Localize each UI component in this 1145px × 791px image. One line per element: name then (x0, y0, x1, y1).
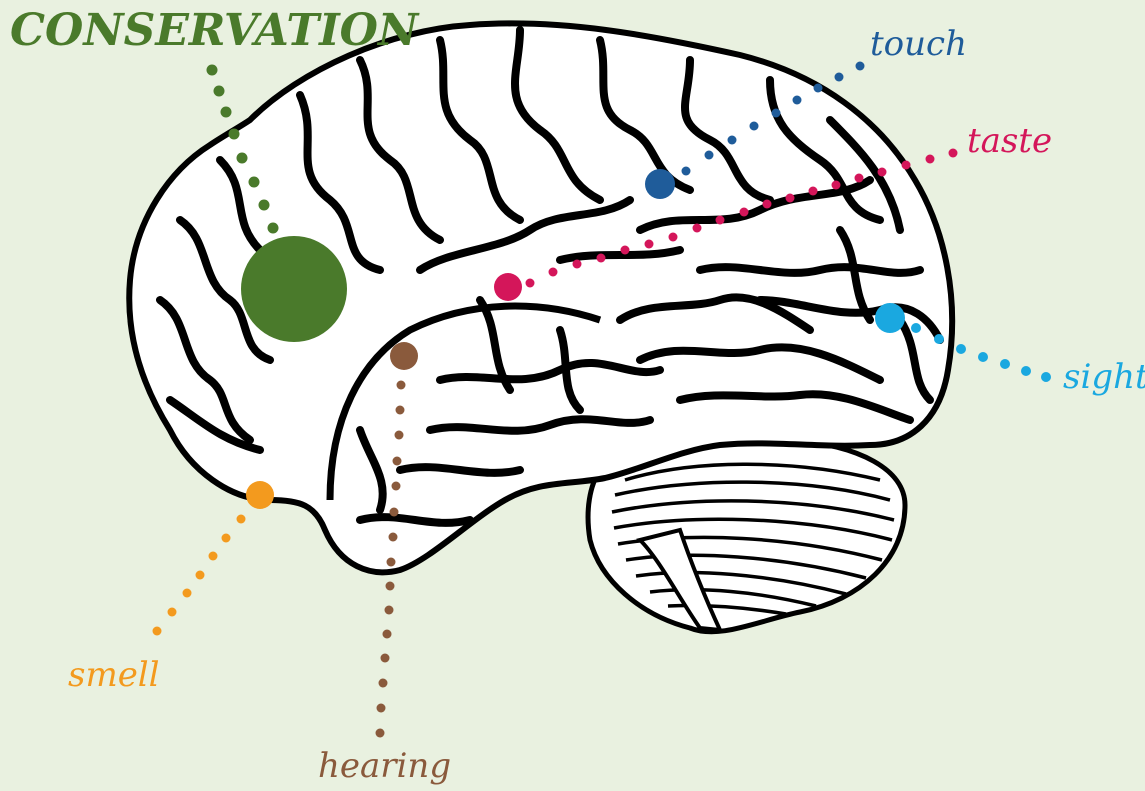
hearing-region-marker (390, 342, 418, 370)
connector-dot (878, 168, 887, 177)
hearing-label: hearing (318, 746, 451, 786)
taste-label: taste (967, 121, 1052, 161)
connector-dot (183, 589, 192, 598)
connector-dot (911, 323, 921, 333)
connector-dot (207, 65, 218, 76)
connector-dot (855, 174, 864, 183)
connector-dot (786, 194, 795, 203)
connector-dot (682, 167, 691, 176)
connector-dot (740, 208, 749, 217)
connector-dot (597, 254, 606, 263)
sight-region-marker (875, 303, 905, 333)
connector-dot (397, 381, 406, 390)
connector-dot (237, 515, 246, 524)
connector-dot (392, 482, 401, 491)
connector-dot (383, 630, 392, 639)
connector-dot (393, 457, 402, 466)
smell-label: smell (68, 655, 160, 695)
connector-dot (835, 73, 844, 82)
connector-dot (237, 153, 248, 164)
connector-dot (168, 608, 177, 617)
connector-dot (772, 109, 781, 118)
touch-region-marker (645, 169, 675, 199)
connector-dot (956, 344, 966, 354)
conservation-region-marker (241, 236, 347, 342)
connector-dot (763, 200, 772, 209)
connector-dot (214, 86, 225, 97)
connector-dot (716, 216, 725, 225)
connector-dot (390, 508, 399, 517)
connector-dot (376, 729, 385, 738)
touch-label: touch (870, 24, 967, 64)
connector-dot (1021, 366, 1031, 376)
connector-dot (229, 129, 240, 140)
connector-dot (153, 627, 162, 636)
connector-dot (728, 136, 737, 145)
connector-dot (934, 334, 944, 344)
connector-dot (814, 84, 823, 93)
connector-dot (386, 582, 395, 591)
connector-dot (856, 62, 865, 71)
connector-dot (221, 107, 232, 118)
connector-dot (705, 151, 714, 160)
connector-dot (379, 679, 388, 688)
connector-dot (793, 96, 802, 105)
connector-dot (750, 122, 759, 131)
connector-dot (377, 704, 386, 713)
connector-dot (926, 155, 935, 164)
connector-dot (832, 181, 841, 190)
taste-region-marker (494, 273, 522, 301)
connector-dot (396, 406, 405, 415)
smell-region-marker (246, 481, 274, 509)
connector-dot (389, 533, 398, 542)
connector-dot (209, 552, 218, 561)
connector-dot (573, 260, 582, 269)
connector-dot (381, 654, 390, 663)
connector-dot (387, 558, 396, 567)
sight-label: sight (1063, 357, 1145, 397)
connector-dot (809, 187, 818, 196)
connector-dot (395, 431, 404, 440)
connector-dot (196, 571, 205, 580)
connector-dot (549, 268, 558, 277)
connector-dot (1000, 359, 1010, 369)
connector-dot (385, 606, 394, 615)
connector-dot (902, 161, 911, 170)
connector-dot (268, 223, 279, 234)
connector-dot (526, 279, 535, 288)
connector-dot (669, 233, 678, 242)
connector-dot (249, 177, 260, 188)
connector-dot (259, 200, 270, 211)
connector-dot (222, 534, 231, 543)
connector-dot (949, 149, 958, 158)
connector-dot (978, 352, 988, 362)
connector-dot (693, 224, 702, 233)
connector-dot (645, 240, 654, 249)
connector-dot (1041, 372, 1051, 382)
connector-dot (621, 246, 630, 255)
conservation-title: CONSERVATION (10, 5, 420, 56)
